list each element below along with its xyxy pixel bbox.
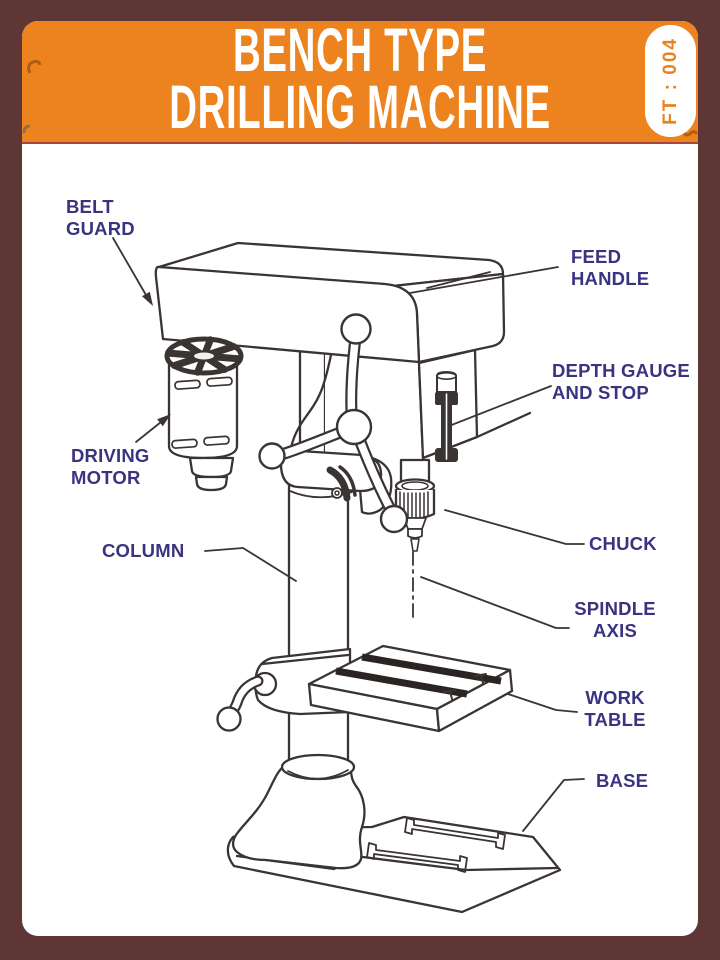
depth-gauge-drawing	[435, 371, 458, 462]
header-decorations	[22, 59, 698, 137]
title-line-1: BENCH TYPE	[232, 21, 487, 84]
motor-pulley-wheel	[164, 336, 244, 376]
poster-title: BENCH TYPE DRILLING MACHINE	[147, 21, 573, 141]
driving-motor-drawing	[164, 336, 244, 492]
leader-depth-gauge	[448, 385, 552, 427]
perspective-line	[475, 411, 532, 439]
chuck-drawing	[394, 458, 436, 552]
corner-curl-decoration	[682, 130, 698, 137]
label-work-table: WORK TABLE	[584, 687, 646, 730]
title-line-2: DRILLING MACHINE	[169, 73, 551, 141]
column-drawing	[287, 468, 350, 768]
label-base: BASE	[596, 770, 649, 791]
label-driving-motor: DRIVING MOTOR	[71, 445, 150, 488]
label-spindle-axis: SPINDLE AXIS	[574, 598, 656, 641]
belt-guard-drawing	[154, 241, 506, 364]
feed-handle-drawing	[258, 313, 409, 534]
leader-chuck	[444, 509, 585, 545]
label-chuck: CHUCK	[589, 533, 657, 554]
leader-base	[522, 778, 585, 832]
figure-number-badge: FT : 004	[645, 25, 696, 137]
label-column: COLUMN	[102, 540, 185, 561]
corner-curl-decoration	[22, 124, 31, 134]
leader-driving-motor	[135, 421, 162, 443]
label-depth-gauge: DEPTH GAUGE AND STOP	[552, 360, 690, 403]
label-feed-handle: FEED HANDLE	[571, 246, 650, 289]
leader-lines	[112, 237, 585, 832]
leader-belt-guard	[112, 237, 147, 296]
arrowhead	[157, 414, 171, 427]
leader-spindle-axis	[420, 576, 570, 629]
arrowhead	[142, 291, 153, 306]
content-panel: BENCH TYPE DRILLING MACHINE FT : 004	[22, 21, 698, 936]
column-base-bell-drawing	[231, 753, 366, 870]
label-belt-guard: BELT GUARD	[66, 196, 135, 239]
work-table-drawing	[307, 644, 514, 733]
corner-curl-decoration	[27, 59, 42, 74]
leader-work-table	[507, 693, 578, 713]
leader-column	[204, 547, 297, 582]
leader-feed-handle	[409, 266, 559, 294]
header-band: BENCH TYPE DRILLING MACHINE FT : 004	[22, 21, 698, 144]
